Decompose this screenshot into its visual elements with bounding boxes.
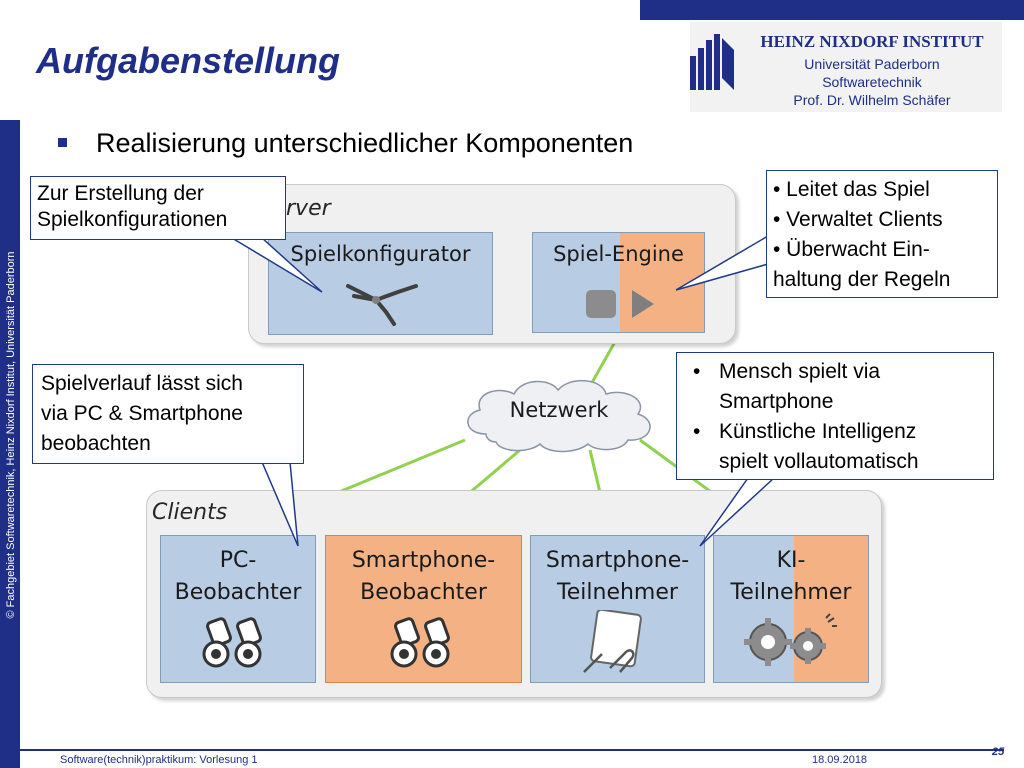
bullet-dot-icon: • [693, 360, 701, 383]
callout-beobachten-line: Spielverlauf lässt sich [41, 372, 243, 395]
callout-engine-line: • Verwaltet Clients [773, 208, 943, 231]
client-ki-teilnehmer [713, 535, 869, 683]
gears-icon [744, 613, 837, 666]
ki-teilnehmer-line2: Teilnehmer [730, 580, 852, 605]
callout-mensch-line: Mensch spielt via [719, 360, 881, 383]
footer-page-number: 25 [992, 746, 1005, 758]
institute-professor: Prof. Dr. Wilhelm Schäfer [793, 92, 951, 108]
callout-ki-line: spielt vollautomatisch [719, 450, 919, 473]
callout-engine-line: haltung der Regeln [773, 268, 951, 291]
institute-logo-box [690, 22, 1002, 112]
binoculars-icon [202, 617, 262, 668]
server-label: rver [286, 196, 331, 221]
callout-engine-line: • Überwacht Ein- [773, 238, 930, 261]
touch-tablet-icon [583, 610, 642, 673]
ki-teilnehmer-line1: KI- [776, 548, 806, 573]
callout-konfigurator: Zur Erstellung der Spielkonfigurationen [30, 176, 286, 240]
callout-engine: • Leitet das Spiel • Verwaltet Clients •… [766, 170, 998, 298]
component-spielkonfigurator [268, 232, 493, 335]
callout-mensch-line: Smartphone [719, 390, 834, 413]
callout-konfigurator-line: Zur Erstellung der [37, 182, 204, 205]
side-strip [0, 120, 20, 768]
institute-logo-icon [690, 34, 734, 90]
smartphone-teilnehmer-line2: Teilnehmer [557, 580, 678, 605]
network-cloud [467, 379, 651, 453]
callout-beobachten-line: beobachten [41, 432, 151, 455]
callout-beobachten: Spielverlauf lässt sich via PC & Smartph… [32, 364, 304, 464]
header-band [640, 0, 1024, 20]
slide-title: Aufgabenstellung [36, 40, 340, 81]
callout-engine-line: • Leitet das Spiel [773, 178, 930, 201]
callout-ki-line: Künstliche Intelligenz [719, 420, 917, 443]
institute-university: Universität Paderborn [804, 56, 940, 72]
component-spiel-engine [532, 232, 705, 333]
binoculars-icon [390, 617, 450, 668]
bullet-text: Realisierung unterschiedlicher Komponent… [96, 128, 634, 158]
pc-beobachter-line2: Beobachter [174, 580, 302, 605]
clients-label: Clients [152, 500, 228, 525]
play-icon [586, 290, 654, 318]
footer-date: 18.09.2018 [812, 754, 868, 766]
bullet-icon [58, 138, 67, 147]
bullet-dot-icon: • [693, 420, 701, 443]
institute-department: Softwaretechnik [822, 74, 922, 90]
spielkonfigurator-label: Spielkonfigurator [290, 242, 471, 266]
footer-course: Software(technik)praktikum: Vorlesung 1 [60, 754, 258, 766]
smartphone-beobachter-line1: Smartphone- [351, 548, 496, 573]
callout-ki-item: • Künstliche Intelligenz spielt vollauto… [685, 417, 985, 477]
smartphone-beobachter-line2: Beobachter [360, 580, 487, 605]
spiel-engine-label: Spiel-Engine [553, 242, 684, 266]
smartphone-teilnehmer-line1: Smartphone- [545, 548, 690, 573]
pc-beobachter-line1: PC- [219, 548, 257, 573]
pliers-icon [346, 284, 418, 326]
callout-konfigurator-line: Spielkonfigurationen [37, 208, 228, 231]
callout-beobachten-line: via PC & Smartphone [41, 402, 243, 425]
callout-mensch-ki: • Mensch spielt via Smartphone • Künstli… [676, 352, 994, 480]
institute-name: HEINZ NIXDORF INSTITUT [760, 32, 984, 51]
network-label: Netzwerk [509, 398, 609, 422]
callout-mensch-item: • Mensch spielt via Smartphone [685, 357, 985, 417]
footer-divider [20, 749, 1004, 751]
